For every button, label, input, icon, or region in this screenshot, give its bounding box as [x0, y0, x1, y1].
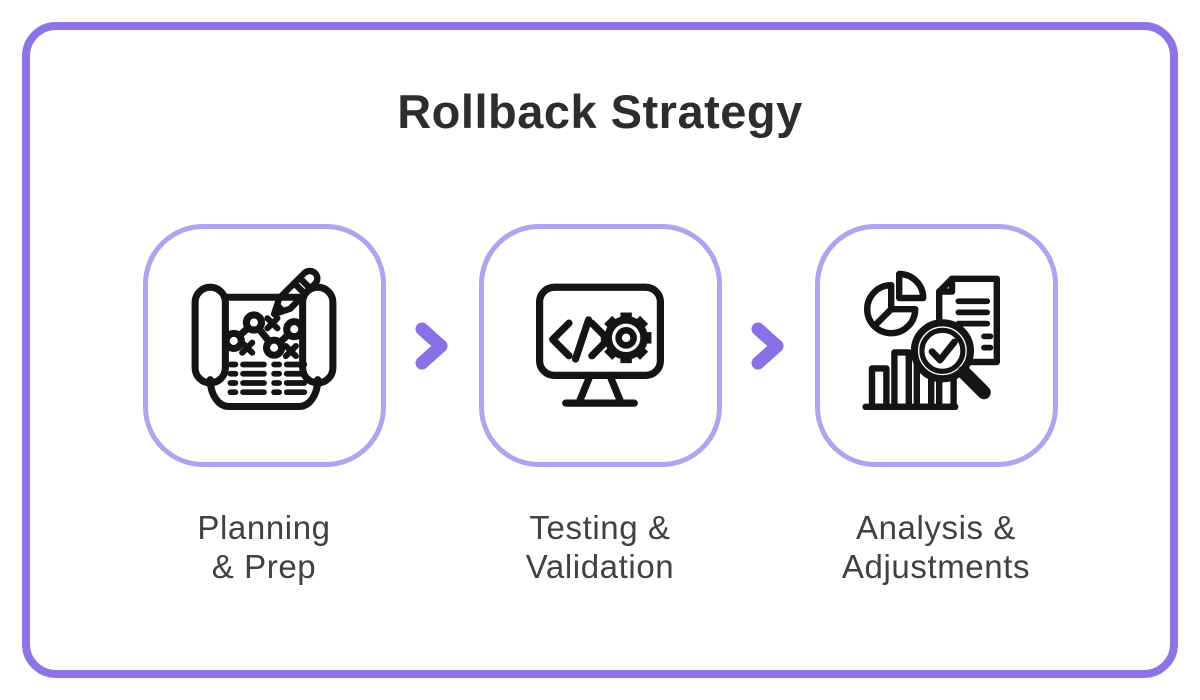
code-settings-monitor-icon [536, 283, 664, 407]
step-box-planning-prep [142, 224, 386, 467]
label-line: Adjustments [841, 548, 1031, 585]
step-box-analysis-adjustments [814, 224, 1058, 467]
label-line: Testing & [529, 509, 671, 546]
label-line: Validation [525, 548, 675, 585]
step-label-analysis-adjustments: Analysis & Adjustments [768, 508, 1104, 586]
strategy-plan-icon [191, 267, 337, 410]
analysis-magnifier-icon [862, 270, 1000, 410]
label-line: Analysis & [855, 509, 1017, 546]
label-line: Planning [197, 509, 331, 546]
step-box-testing-validation [478, 224, 722, 467]
arrow-2 [722, 321, 815, 371]
arrow-1 [386, 321, 479, 371]
page-title: Rollback Strategy [397, 85, 803, 138]
chevron-right-icon [751, 322, 784, 369]
steps-row [0, 224, 1200, 467]
label-line: & Prep [211, 548, 317, 585]
chevron-right-icon [415, 322, 448, 369]
step-label-planning-prep: Planning & Prep [96, 508, 432, 586]
step-label-testing-validation: Testing & Validation [432, 508, 768, 586]
labels-row: Planning & Prep Testing & Validation Ana… [0, 508, 1200, 586]
